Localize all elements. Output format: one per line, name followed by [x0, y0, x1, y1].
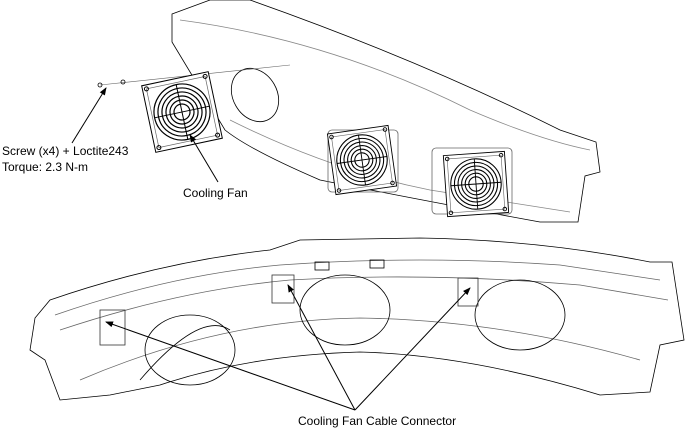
fan-removed — [141, 71, 223, 153]
cooling-fan-label: Cooling Fan — [183, 186, 248, 200]
fan-installed-2 — [326, 124, 398, 196]
fan-arrow — [189, 134, 219, 183]
connector-arrow-1 — [105, 321, 356, 411]
fan-installed-3 — [442, 150, 510, 218]
cable-connector-label: Cooling Fan Cable Connector — [298, 414, 457, 428]
screw-label: Screw (x4) + Loctite243 — [2, 144, 129, 158]
screw-arrow — [71, 87, 107, 144]
torque-label: Torque: 2.3 N-m — [2, 160, 89, 174]
connector-arrow-3 — [354, 287, 471, 411]
connector-arrow-2 — [287, 284, 356, 411]
callout-arrows — [71, 87, 471, 411]
bottom-tray — [29, 237, 685, 401]
